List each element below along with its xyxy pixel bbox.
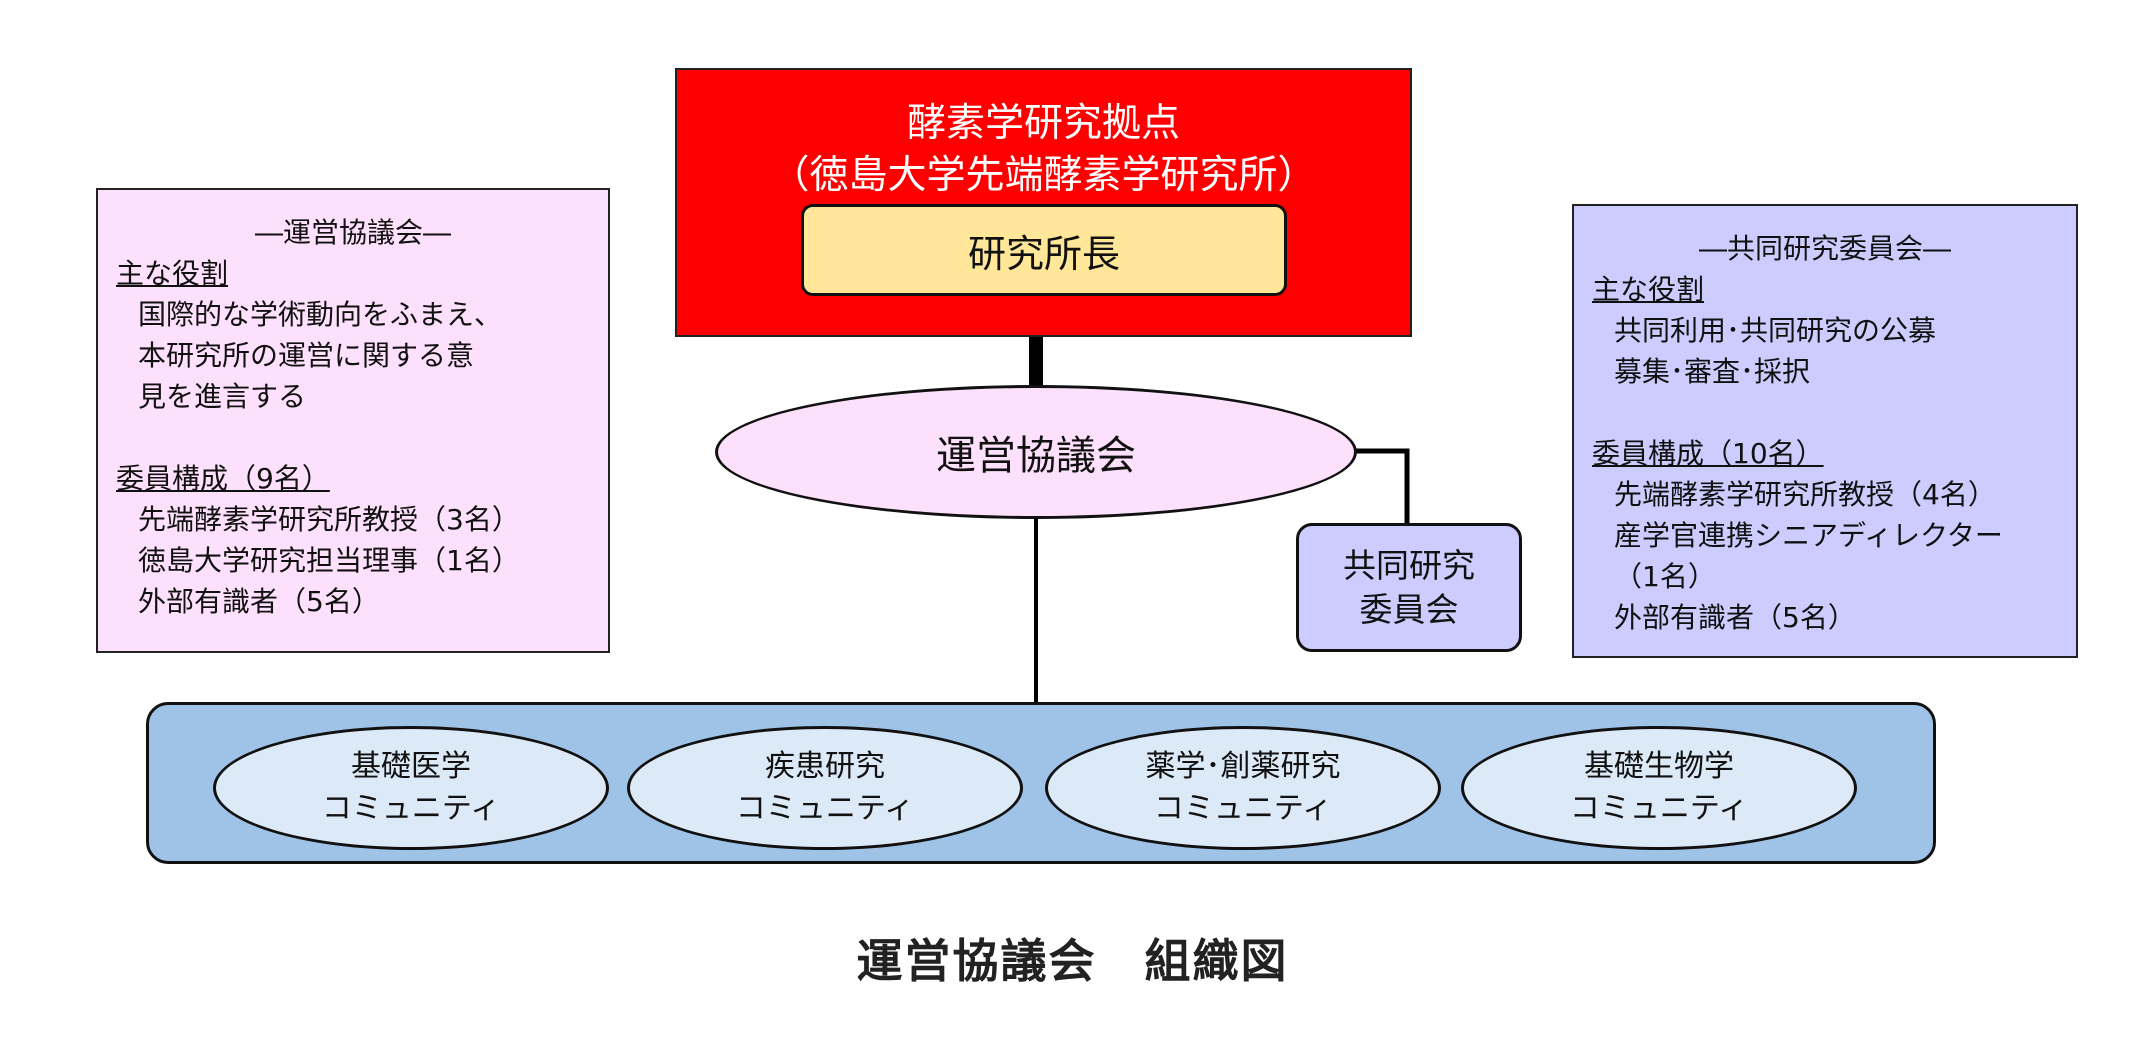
right-panel-member-line: 先端酵素学研究所教授（4名） [1614,478,1996,511]
left-panel-role-line: 本研究所の運営に関する意 [138,339,475,372]
community-label: コミュニティ [735,791,915,826]
right-panel-members-title: 委員構成（10名） [1592,437,1824,470]
community-name: 基礎医学 [351,749,471,784]
right-panel-role-title: 主な役割 [1592,273,1705,306]
left-panel-member-line: 外部有識者（5名） [138,585,380,618]
steering-council-info-panel: ―運営協議会― 主な役割 国際的な学術動向をふまえ、 本研究所の運営に関する意 … [96,188,610,653]
right-panel-member-line: （1名） [1614,560,1716,593]
community-basic-medicine-node: 基礎医学 コミュニティ [213,726,609,850]
left-panel-member-line: 先端酵素学研究所教授（3名） [138,503,520,536]
director-box: 研究所長 [801,204,1287,296]
left-panel-heading: ―運営協議会― [254,216,451,249]
community-label: コミュニティ [1569,791,1749,826]
left-panel-member-line: 徳島大学研究担当理事（1名） [138,544,520,577]
research-hub-title-line2: （徳島大学先端酵素学研究所） [770,153,1317,198]
right-panel-member-line: 外部有識者（5名） [1614,601,1856,634]
joint-committee-line2: 委員会 [1359,589,1459,629]
community-name: 基礎生物学 [1584,749,1734,784]
left-panel-role-title: 主な役割 [116,257,229,290]
joint-committee-info-panel: ―共同研究委員会― 主な役割 共同利用･共同研究の公募 募集･審査･採択 委員構… [1572,204,2078,658]
steering-council-node: 運営協議会 [715,385,1357,519]
community-label: コミュニティ [321,791,501,826]
right-panel-role-line: 共同利用･共同研究の公募 [1614,314,1937,347]
right-panel-member-line: 産学官連携シニアディレクター [1614,519,2003,552]
community-name: 薬学･創薬研究 [1145,749,1341,784]
joint-research-committee-node: 共同研究 委員会 [1296,523,1522,652]
left-panel-role-line: 見を進言する [138,380,307,413]
research-hub-title-line1: 酵素学研究拠点 [906,101,1180,146]
community-label: コミュニティ [1153,791,1333,826]
community-basic-biology-node: 基礎生物学 コミュニティ [1461,726,1857,850]
right-panel-role-line: 募集･審査･採択 [1614,355,1811,388]
research-hub-title: 酵素学研究拠点 （徳島大学先端酵素学研究所） [675,98,1412,202]
council-to-joint-connector [1356,448,1410,524]
community-name: 疾患研究 [765,749,885,784]
joint-committee-line1: 共同研究 [1343,545,1475,585]
diagram-caption: 運営協議会 組織図 [856,934,1289,988]
left-panel-members-title: 委員構成（9名） [116,462,330,495]
community-pharmacy-drug-discovery-node: 薬学･創薬研究 コミュニティ [1045,726,1441,850]
community-disease-research-node: 疾患研究 コミュニティ [627,726,1023,850]
right-panel-heading: ―共同研究委員会― [1698,232,1951,265]
left-panel-role-line: 国際的な学術動向をふまえ、 [138,298,503,331]
